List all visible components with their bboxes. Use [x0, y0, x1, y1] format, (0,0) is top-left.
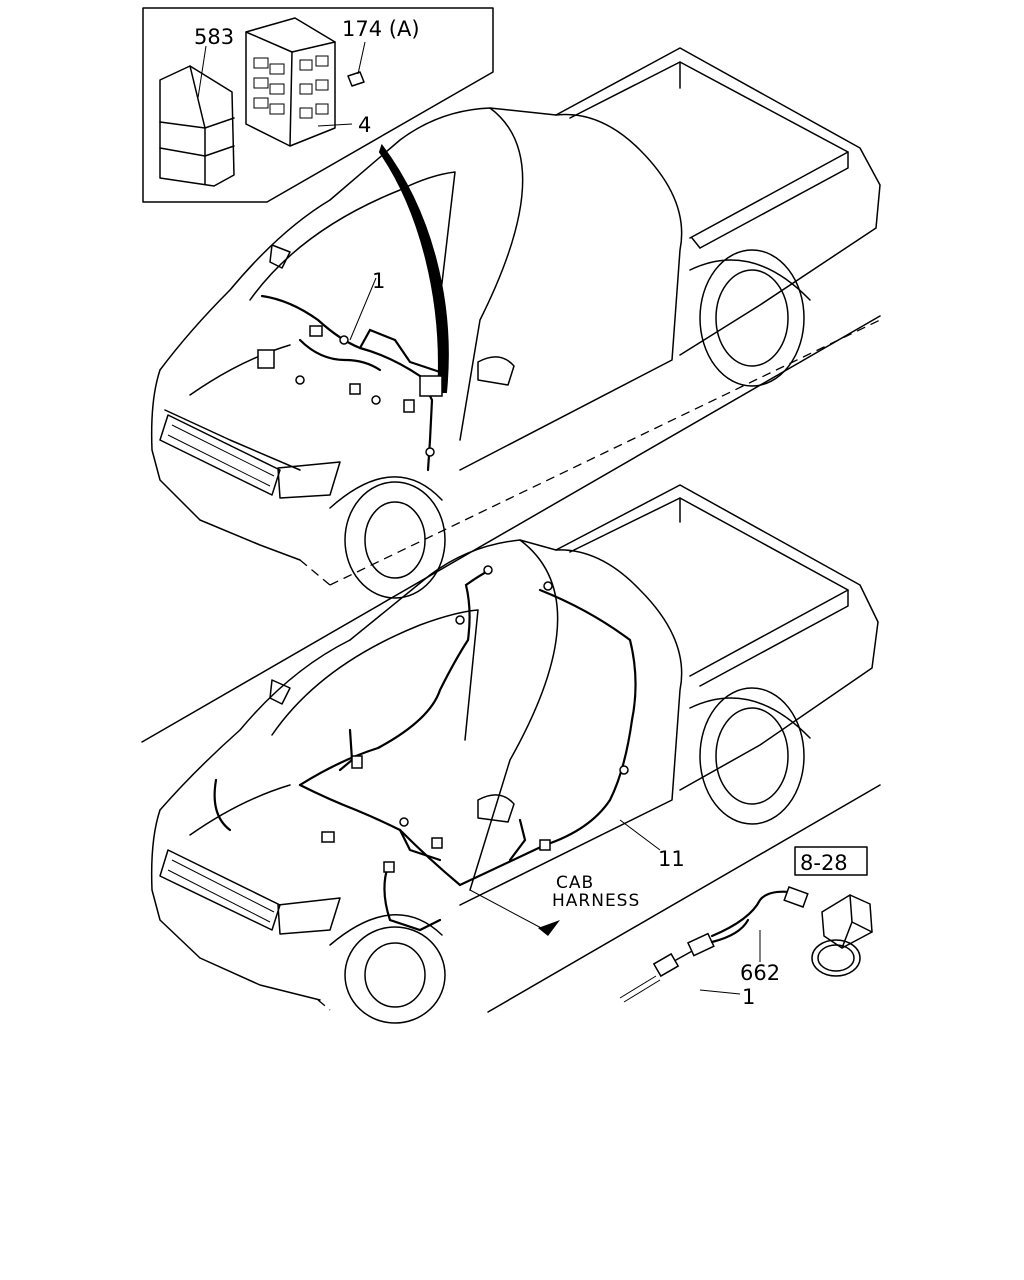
- callout-11: 11: [658, 847, 685, 871]
- cab-label: CAB: [556, 873, 594, 893]
- cab-harness-arrow: [469, 889, 546, 931]
- fuse-box-inset: 583 174 (A) 4: [142, 7, 494, 203]
- engine-harness-upper: [257, 294, 443, 472]
- cab-harness-lower: [213, 565, 637, 932]
- separator-line-lower: [487, 784, 881, 1013]
- truck-upper: 1: [150, 47, 881, 599]
- callout-1-lower: 1: [742, 985, 755, 1009]
- switch-component: [811, 894, 873, 977]
- fuse-box-clip: [347, 71, 365, 87]
- fuse-box: [245, 17, 336, 147]
- callout-1-upper: 1: [372, 269, 385, 293]
- reference-box: [794, 846, 868, 876]
- sub-harness-detail: 1 662 8-28: [619, 846, 873, 1009]
- callout-4: 4: [358, 113, 371, 137]
- callout-662: 662: [740, 961, 780, 985]
- truck-lower: 11 CAB HARNESS: [150, 484, 879, 1024]
- callout-174a: 174 (A): [342, 17, 420, 41]
- harness-label: HARNESS: [552, 891, 640, 911]
- callout-8-28: 8-28: [800, 851, 848, 875]
- separator-line: [141, 315, 881, 743]
- fuse-box-cover: [159, 65, 235, 187]
- callout-583: 583: [194, 25, 234, 49]
